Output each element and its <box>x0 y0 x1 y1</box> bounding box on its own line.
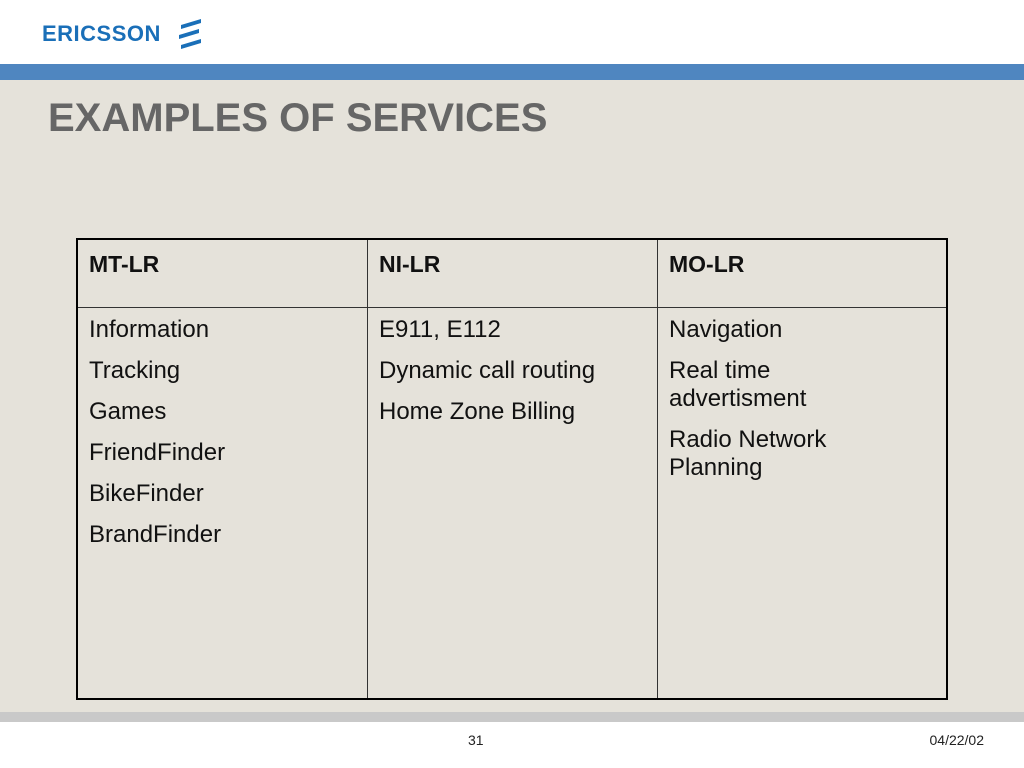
mt-lr-services-cell: Information Tracking Games FriendFinder … <box>78 308 368 698</box>
list-item: Dynamic call routing <box>379 357 596 384</box>
column-header-ni-lr: NI-LR <box>368 240 658 308</box>
list-item: Information <box>89 316 210 343</box>
column-header-mo-lr: MO-LR <box>658 240 946 308</box>
list-item: Games <box>89 398 167 425</box>
company-logo: ERICSSON <box>42 16 203 52</box>
list-item: BikeFinder <box>89 480 204 507</box>
list-item: Home Zone Billing <box>379 398 576 425</box>
list-item: E911, E112 <box>379 316 501 343</box>
slide-body: EXAMPLES OF SERVICES MT-LR NI-LR MO-LR I… <box>0 80 1024 712</box>
mo-lr-services-cell: Navigation Real time advertisment Radio … <box>658 308 946 698</box>
slide-date: 04/22/02 <box>929 732 985 748</box>
top-accent-bar <box>0 64 1024 80</box>
services-table: MT-LR NI-LR MO-LR Information Tracking G… <box>76 238 948 700</box>
slide-header: ERICSSON <box>0 0 1024 64</box>
list-item: Real time advertisment <box>669 357 807 412</box>
slide-title: EXAMPLES OF SERVICES <box>48 96 548 140</box>
slide-footer: 31 04/22/02 <box>0 722 1024 768</box>
list-item: Radio Network Planning <box>669 426 827 481</box>
list-item: Navigation <box>669 316 783 343</box>
bottom-divider-bar <box>0 712 1024 722</box>
logo-text: ERICSSON <box>42 21 161 46</box>
ni-lr-services-cell: E911, E112 Dynamic call routing Home Zon… <box>368 308 658 698</box>
column-header-mt-lr: MT-LR <box>78 240 368 308</box>
list-item: Tracking <box>89 357 181 384</box>
ericsson-logo-icon <box>178 19 201 49</box>
page-number: 31 <box>468 732 484 748</box>
list-item: BrandFinder <box>89 521 222 548</box>
list-item: FriendFinder <box>89 439 226 466</box>
